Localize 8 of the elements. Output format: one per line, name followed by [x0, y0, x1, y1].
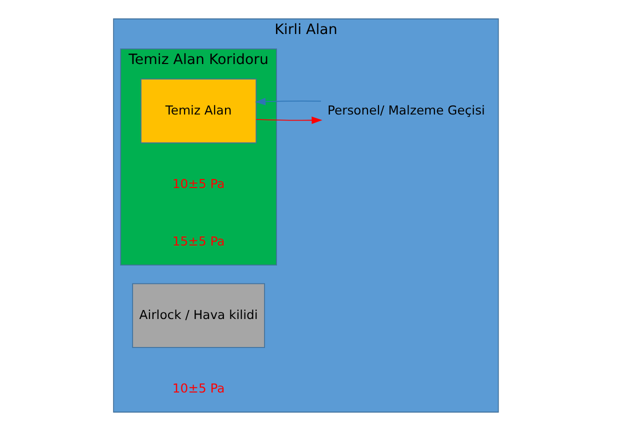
node-text: Personel/ Malzeme Geçisi	[328, 102, 486, 118]
label: 10±5 Pa	[172, 176, 225, 191]
node-box: Temiz Alan	[140, 78, 257, 144]
label: 10±5 Pa	[172, 380, 225, 396]
arrow	[254, 98, 322, 106]
arrow	[256, 116, 322, 124]
node-box: Airlock / Hava kilidi	[132, 283, 265, 348]
label: 15±5 Pa	[172, 233, 225, 248]
